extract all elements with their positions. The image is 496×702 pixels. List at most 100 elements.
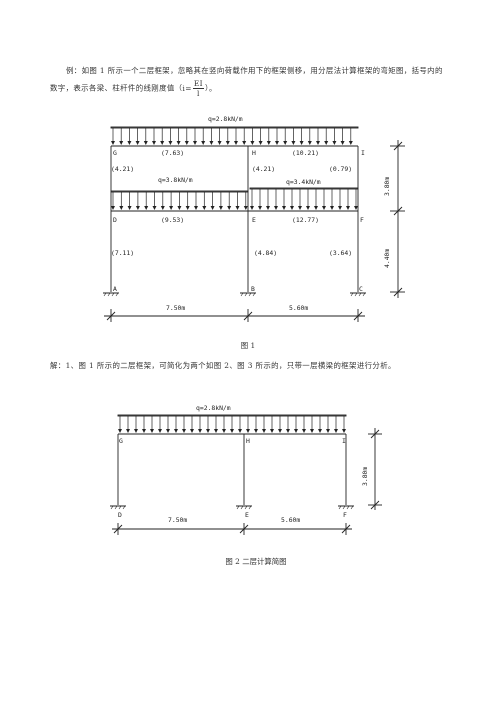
load-arrow-head [126, 429, 130, 433]
load-arrow-head [250, 206, 254, 210]
fig2-node-G: G [119, 437, 123, 445]
load-arrow-head [160, 141, 165, 145]
stiffness-EB: (4.84) [254, 249, 277, 257]
dim-span2: 5.60m [289, 304, 308, 312]
load-arrow-head [348, 141, 353, 145]
load-arrow-head [185, 206, 190, 210]
stiffness-DA: (7.11) [111, 249, 134, 257]
load-arrow-head [225, 141, 230, 145]
load-arrow-head [144, 206, 149, 210]
load-arrow-head [177, 206, 182, 210]
load-arrow-head [174, 429, 178, 433]
node-E: E [252, 216, 256, 224]
load-arrows-mid [111, 189, 358, 210]
load-arrow-head [298, 206, 302, 210]
load-arrow-head [235, 206, 240, 210]
load-arrows-fig2 [118, 416, 346, 433]
load-arrow-head [202, 206, 207, 210]
dim-span1: 7.50m [166, 304, 185, 312]
load-arrow-head [340, 141, 345, 145]
load-arrow-head [258, 141, 263, 145]
load-arrow-head [258, 206, 262, 210]
load-arrow-head [193, 141, 197, 145]
fig2-dim-span2: 5.60m [281, 516, 300, 524]
load-arrow-head [274, 206, 278, 210]
load-arrow-head [306, 206, 310, 210]
load-arrow-head [332, 141, 337, 145]
load-arrow-head [242, 141, 247, 145]
load-arrow-head [322, 206, 326, 210]
load-arrow-head [278, 429, 282, 433]
load-arrow-head [266, 206, 270, 210]
intro-paragraph: 例：如图 1 所示一个二层框架，忽略其在竖向荷载作用下的框架侧移，用分层法计算框… [50, 66, 443, 98]
load-arrow-head [119, 206, 124, 210]
load-arrow-head [143, 141, 148, 145]
intro-text: 例：如图 1 所示一个二层框架，忽略其在竖向荷载作用下的框架侧移，用分层法计算框… [50, 66, 443, 93]
load-arrow-head [342, 429, 346, 433]
load-label-top: q=2.8kN/m [208, 115, 243, 123]
stiffness-GD: (4.21) [111, 165, 134, 173]
load-arrow-head [111, 141, 115, 145]
load-label-left: q=3.8kN/m [158, 176, 193, 184]
load-arrow-head [326, 429, 330, 433]
load-arrow-head [230, 429, 234, 433]
load-arrow-head [330, 206, 334, 210]
fixed-supports [103, 292, 366, 297]
load-arrow-head [302, 429, 306, 433]
load-arrow-head [246, 429, 250, 433]
figure-2-caption: 图 2 二层计算简图 [225, 557, 287, 566]
load-label-right: q=3.4kN/m [286, 178, 321, 186]
fig2-node-H: H [246, 437, 250, 445]
load-arrow-head [291, 141, 296, 145]
load-arrow-head [158, 429, 162, 433]
node-D: D [113, 216, 117, 224]
load-arrow-head [250, 141, 255, 145]
load-arrow-head [169, 206, 174, 210]
load-arrow-head [299, 141, 304, 145]
load-arrow-head [222, 429, 226, 433]
stiffness-EF: (12.77) [292, 216, 319, 224]
fig2-load-label: q=2.8kN/m [196, 404, 231, 412]
load-arrow-head [286, 429, 290, 433]
load-arrow-head [270, 429, 274, 433]
load-arrow-head [314, 206, 318, 210]
load-arrow-head [127, 206, 132, 210]
fig2-load-band [117, 414, 347, 417]
load-arrow-head [190, 429, 194, 433]
load-arrow-head [166, 429, 170, 433]
load-arrow-head [243, 206, 248, 210]
stiffness-HI: (10.21) [292, 149, 319, 157]
fig2-dim-height: 3.80m [361, 467, 369, 486]
load-arrow-head [135, 206, 140, 210]
node-B: B [251, 285, 255, 293]
figure-1-frame-diagram: q=2.8kN/m q=3.8kN/m q=3.4kN/m G H I D E … [103, 115, 405, 322]
load-arrow-head [209, 141, 214, 145]
load-arrow-head [227, 206, 232, 210]
load-arrow-head [238, 429, 242, 433]
load-arrow-head [282, 206, 286, 210]
stiffness-DE: (9.53) [161, 216, 184, 224]
load-arrow-head [135, 141, 140, 145]
dim-height-top: 3.80m [383, 177, 391, 196]
load-arrow-head [194, 206, 198, 210]
dim-height-bottom: 4.40m [383, 249, 391, 268]
load-arrow-head [307, 141, 312, 145]
load-arrow-head [134, 429, 138, 433]
load-arrow-head [210, 206, 215, 210]
load-arrow-head [119, 141, 124, 145]
load-arrow-head [150, 429, 154, 433]
load-arrow-head [176, 141, 181, 145]
load-arrow-head [152, 206, 157, 210]
figure-2-frame-diagram: q=2.8kN/m G H I D E F 7.50m 5.60m 3.80m [110, 404, 382, 535]
load-arrows-top [111, 128, 353, 145]
load-arrow-head [217, 141, 222, 145]
load-arrow-head [354, 206, 358, 210]
stiffness-HE: (4.21) [252, 165, 275, 173]
load-arrow-head [184, 141, 189, 145]
top-load-band [110, 126, 359, 129]
load-arrow-head [168, 141, 173, 145]
fig2-node-F: F [343, 511, 347, 519]
load-arrow-head [294, 429, 298, 433]
